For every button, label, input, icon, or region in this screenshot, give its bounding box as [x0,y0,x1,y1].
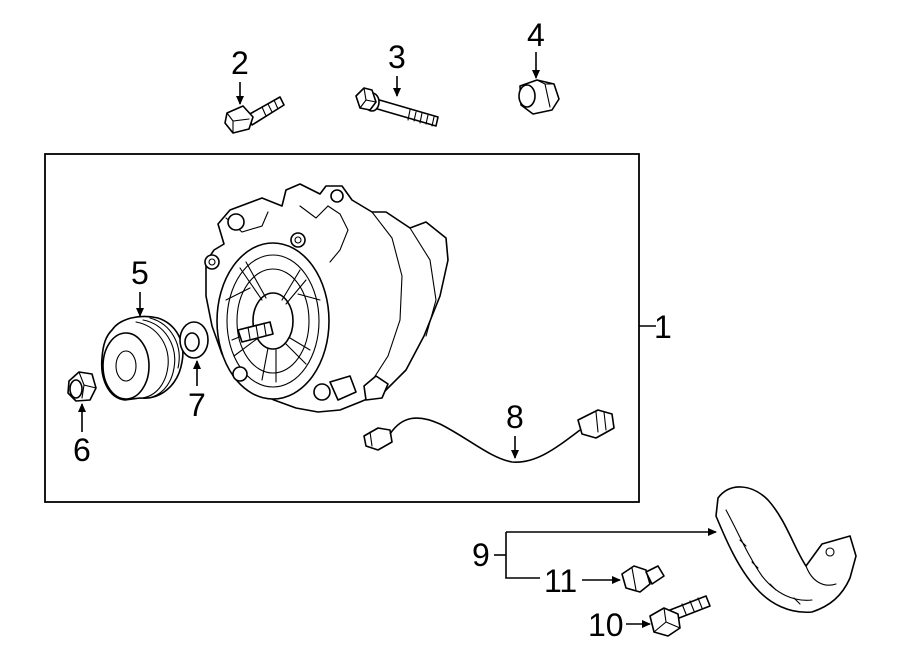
callout-8: 8 [506,399,524,435]
part-7-washer [179,321,209,359]
part-8-wire-harness [363,409,615,463]
callout-11: 11 [544,563,577,599]
callout-10: 10 [588,607,624,643]
assembly-box [44,153,640,503]
part-9-bracket [715,486,857,614]
callout-3: 3 [388,39,406,75]
callout-6: 6 [73,432,91,468]
part-2-bolt [224,96,285,134]
part-11-sensor [621,565,665,593]
part-3-bolt [355,87,439,127]
callout-7: 7 [188,387,206,423]
part-5-pulley [100,315,184,401]
part-10-bolt [649,595,711,637]
callout-4: 4 [527,17,545,53]
callout-2: 2 [231,45,249,81]
part-6-nut [67,371,97,402]
callout-5: 5 [131,255,149,291]
part-4-cap-nut [518,79,560,115]
callout-9: 9 [472,537,490,573]
callout-1: 1 [654,309,672,345]
alternator-body [204,183,449,413]
leader-lines [78,52,717,628]
